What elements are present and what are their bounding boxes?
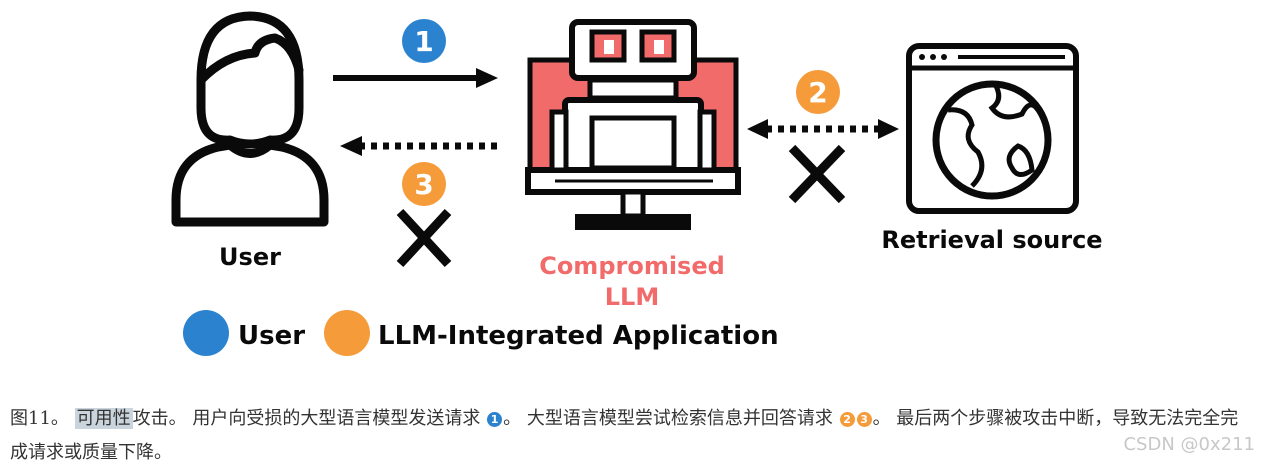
watermark: CSDN @0x211 xyxy=(1123,434,1255,455)
caption-badge-3: 3 xyxy=(856,412,872,427)
llm-label-line1: Compromised xyxy=(539,252,725,280)
caption-part1: 攻击。 用户向受损的大型语言模型发送请求 xyxy=(132,408,481,429)
user-label: User xyxy=(219,243,281,271)
step-badge-1 xyxy=(402,19,446,63)
step-badge-2 xyxy=(796,70,840,114)
availability-attack-diagram: User 1 3 Compromised LLM xyxy=(171,11,1103,356)
user-icon xyxy=(171,11,329,227)
compromised-llm-icon xyxy=(525,19,741,230)
legend: User LLM-Integrated Application xyxy=(183,310,779,356)
caption-part3: 。 最后两个步骤被攻击中断，导致无法完全完成请求或质量下降。 xyxy=(10,408,1239,463)
caption-badge-2: 2 xyxy=(839,412,855,427)
llm-label-line2: LLM xyxy=(605,283,659,311)
figure-caption: 图11。 可用性攻击。 用户向受损的大型语言模型发送请求 1。 大型语言模型尝试… xyxy=(10,402,1255,470)
step-badge-3 xyxy=(402,162,446,206)
caption-part2: 。 大型语言模型尝试检索信息并回答请求 xyxy=(503,408,833,429)
retrieval-source-icon xyxy=(906,43,1079,214)
step-badge-1-number: 1 xyxy=(414,25,433,58)
caption-prefix: 图11。 xyxy=(10,408,69,429)
legend-user-label: User xyxy=(238,321,305,351)
caption-badge-1: 1 xyxy=(487,412,503,427)
step-badge-3-number: 3 xyxy=(414,168,433,201)
legend-app-swatch xyxy=(324,310,370,356)
legend-app-label: LLM-Integrated Application xyxy=(378,321,779,351)
legend-user-swatch xyxy=(183,310,229,356)
caption-highlight: 可用性 xyxy=(74,408,133,429)
step-badge-2-number: 2 xyxy=(808,76,827,109)
blocked-x-icon xyxy=(788,144,846,204)
request-arrow xyxy=(333,68,498,88)
blocked-x-icon xyxy=(396,208,452,268)
retrieval-arrow-blocked xyxy=(747,119,899,139)
retrieval-source-label: Retrieval source xyxy=(881,226,1102,254)
response-arrow-blocked xyxy=(340,136,497,156)
